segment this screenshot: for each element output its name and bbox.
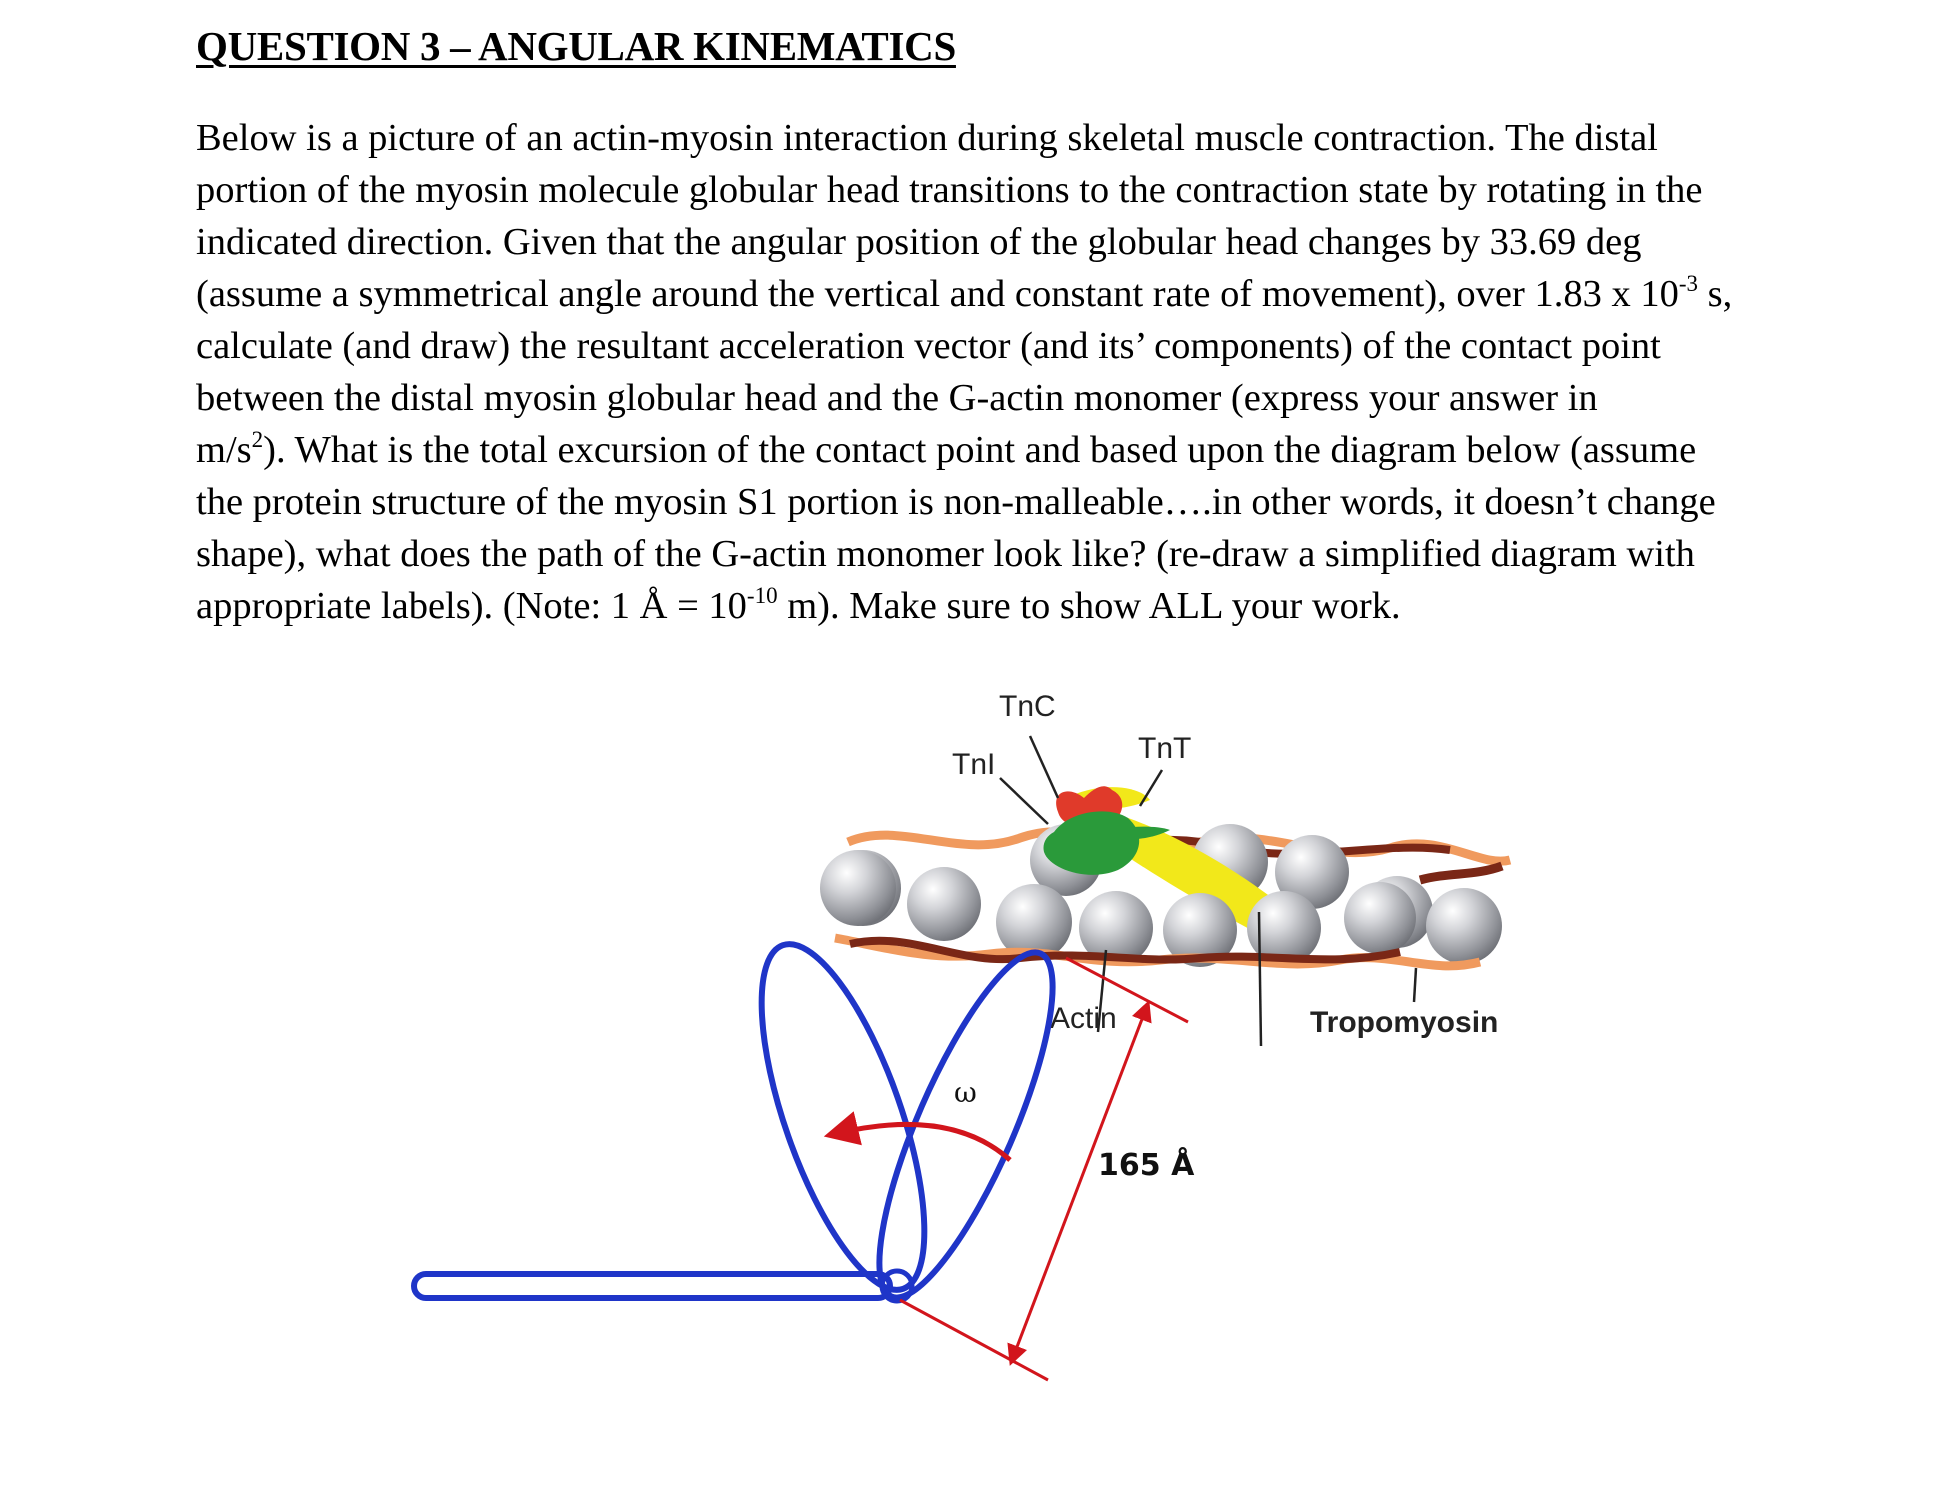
question-text: Below is a picture of an actin-myosin in… <box>196 112 1776 632</box>
tnc-pointer <box>1028 735 1060 799</box>
question-line: between the distal myosin globular head … <box>196 377 1598 419</box>
actin-monomer <box>1275 835 1349 909</box>
actin-monomer <box>996 884 1072 960</box>
actin-monomer <box>1426 888 1502 964</box>
tni-pointer <box>999 777 1049 825</box>
tropomyosin-label: Tropomyosin <box>1310 1006 1498 1039</box>
question-heading: QUESTION 3 – ANGULAR KINEMATICS <box>196 23 956 69</box>
question-line: indicated direction. Given that the angu… <box>196 221 1642 263</box>
length-label: 165 Å <box>1098 1146 1195 1183</box>
question-line: appropriate labels). (Note: 1 Å = 10-10 … <box>196 583 1401 627</box>
tropomyosin-pointer <box>1257 911 1263 1047</box>
tnt-subunit <box>1043 811 1140 875</box>
actin-monomer <box>1163 893 1237 967</box>
exponent: 2 <box>251 427 264 452</box>
actin-monomer <box>1247 891 1321 965</box>
actin-monomer <box>1079 891 1153 965</box>
tnc-label: TnC <box>999 690 1056 723</box>
tropomyosin-pointer <box>1412 967 1418 1003</box>
exponent: -10 <box>746 583 778 608</box>
tropomyosin-front <box>834 861 1504 971</box>
question-line: m/s2). What is the total excursion of th… <box>196 427 1697 471</box>
myosin-tail <box>411 1271 893 1301</box>
question-line: (assume a symmetrical angle around the v… <box>196 271 1733 315</box>
myosin-head-initial <box>758 941 928 1293</box>
myosin-hinge <box>879 1268 915 1304</box>
omega-label: ω <box>954 1076 977 1109</box>
actin-label: Actin <box>1050 1002 1117 1035</box>
tni-label: TnI <box>952 748 995 781</box>
rotation-arrow <box>823 1111 1012 1162</box>
tnt-label: TnT <box>1138 732 1191 765</box>
dimension-line <box>1007 1000 1152 1366</box>
tnt-pointer <box>1138 769 1164 807</box>
actin-monomer <box>1344 882 1416 954</box>
actin-filament-front-row <box>820 850 1502 967</box>
question-line: portion of the myosin molecule globular … <box>196 169 1703 211</box>
question-line: Below is a picture of an actin-myosin in… <box>196 117 1658 159</box>
actin-monomer <box>820 850 896 926</box>
question-line: shape), what does the path of the G-acti… <box>196 533 1695 575</box>
question-line: the protein structure of the myosin S1 p… <box>196 481 1716 523</box>
exponent: -3 <box>1678 271 1698 296</box>
actin-monomer <box>907 867 981 941</box>
question-line: calculate (and draw) the resultant accel… <box>196 325 1661 367</box>
dimension-165 <box>899 956 1189 1382</box>
